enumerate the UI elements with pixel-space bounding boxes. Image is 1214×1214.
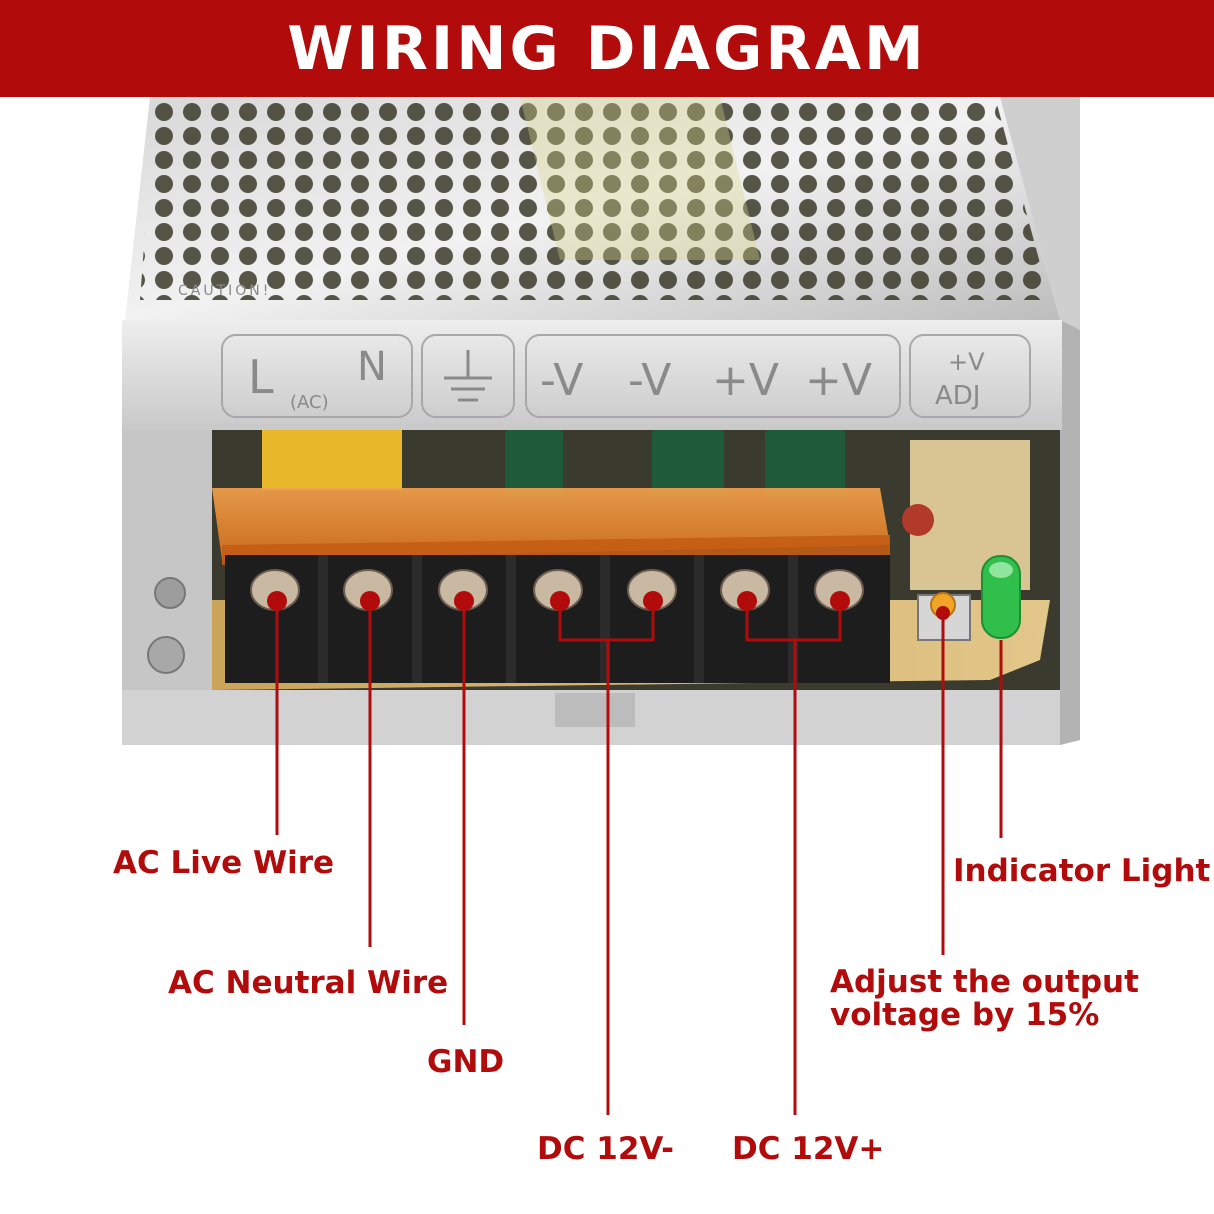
callout-dc-positive: DC 12V+ bbox=[732, 1131, 885, 1167]
terminal-label-output-1: -V bbox=[540, 355, 583, 406]
terminal-block bbox=[225, 555, 890, 683]
indicator-led bbox=[981, 555, 1021, 639]
front-face: L (AC) N -V -V +V +V +V ADJ bbox=[122, 320, 1062, 430]
terminal-label-ac: (AC) bbox=[290, 392, 329, 413]
component bbox=[902, 504, 934, 536]
callout-ac-live: AC Live Wire bbox=[113, 845, 335, 881]
callout-dc-negative: DC 12V- bbox=[537, 1131, 675, 1167]
callout-gnd: GND bbox=[427, 1044, 505, 1080]
page-title: WIRING DIAGRAM bbox=[287, 13, 927, 84]
ground-symbol-icon bbox=[444, 350, 492, 402]
terminal-label-output-2: -V bbox=[628, 355, 671, 406]
terminal-label-adj-top: +V bbox=[948, 348, 985, 376]
terminal-label-neutral: N bbox=[357, 344, 387, 390]
mounting-screw-icon bbox=[147, 636, 185, 674]
mounting-screw-icon bbox=[154, 577, 186, 609]
callout-indicator-light: Indicator Light bbox=[953, 853, 1211, 889]
terminal-label-output-4: +V bbox=[805, 355, 872, 406]
capacitor bbox=[505, 430, 563, 500]
terminal-label-output-3: +V bbox=[712, 355, 779, 406]
capacitor bbox=[765, 430, 845, 500]
terminal-label-adj-bottom: ADJ bbox=[935, 381, 980, 411]
callout-ac-neutral: AC Neutral Wire bbox=[168, 965, 449, 1001]
terminal-cover bbox=[212, 488, 890, 565]
capacitor bbox=[652, 430, 724, 500]
caution-text: CAUTION! bbox=[178, 283, 271, 299]
top-lid: CAUTION! bbox=[125, 97, 1060, 320]
callout-lines bbox=[275, 601, 1003, 1115]
terminal-label-live: L bbox=[248, 350, 274, 404]
capacitor-box bbox=[262, 430, 402, 490]
header-banner: WIRING DIAGRAM bbox=[0, 0, 1214, 97]
callout-adjust-voltage: Adjust the output voltage by 15% bbox=[830, 964, 1139, 1033]
